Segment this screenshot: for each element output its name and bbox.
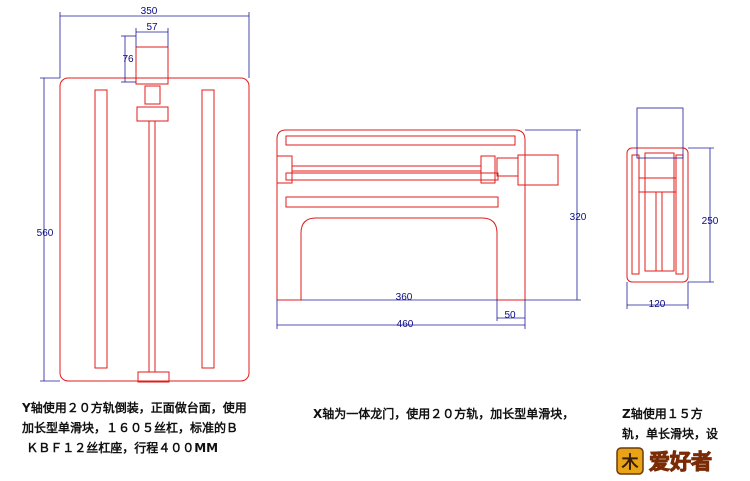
x-axis-dimensions bbox=[276, 129, 581, 329]
x-end-block-right bbox=[480, 155, 496, 184]
x-rail-top bbox=[285, 135, 516, 146]
y-motor bbox=[135, 46, 169, 85]
y-motor-coupler bbox=[144, 85, 161, 105]
z-axis-caption: Z轴使用１５方 轨，单长滑块，设 bbox=[622, 407, 719, 441]
dim-y-width: 350 bbox=[141, 6, 158, 17]
dim-x-leg: 50 bbox=[504, 310, 516, 321]
x-end-block-left bbox=[276, 155, 293, 184]
z-motor bbox=[636, 107, 684, 159]
x-motor-coupler bbox=[496, 157, 519, 177]
z-motor-outline bbox=[636, 107, 684, 159]
z-rail-left bbox=[631, 154, 640, 275]
y-base-plate bbox=[59, 77, 250, 382]
x-axis-caption: X轴为一体龙门，使用２０方轨，加长型单滑块， bbox=[313, 407, 575, 421]
dim-x-inner-width: 360 bbox=[396, 292, 413, 303]
x-axis-view bbox=[276, 129, 559, 301]
x-rail-middle bbox=[285, 172, 499, 181]
site-logo: 木 爱好者 bbox=[615, 445, 745, 477]
z-slide-carriage bbox=[638, 177, 677, 193]
y-axis-dimensions bbox=[40, 12, 250, 382]
y-rail-left bbox=[94, 89, 108, 369]
z-inner-plate bbox=[644, 152, 675, 272]
dim-x-height: 320 bbox=[570, 212, 587, 223]
y-axis-caption: Y轴使用２０方轨倒装，正面做台面，使用 加长型单滑块，１６０５丝杠，标准的Ｂ Ｋ… bbox=[22, 401, 247, 455]
x-gantry-frame bbox=[276, 129, 526, 301]
y-rail-right bbox=[201, 89, 215, 369]
y-axis-view bbox=[59, 46, 250, 383]
z-axis-dimensions bbox=[626, 147, 714, 309]
y-bearing-block-top bbox=[136, 106, 169, 122]
logo-graphic: 木 爱好者 bbox=[616, 447, 713, 475]
logo-badge: 木 bbox=[621, 452, 640, 473]
dim-x-width: 460 bbox=[397, 319, 414, 330]
z-outer-plate bbox=[626, 147, 689, 283]
x-motor bbox=[517, 154, 559, 186]
dim-y-height: 560 bbox=[37, 228, 54, 239]
dim-z-height: 250 bbox=[702, 216, 719, 227]
x-rail-lower bbox=[285, 196, 499, 208]
dim-y-motor-width: 57 bbox=[146, 22, 158, 33]
z-axis-view bbox=[626, 147, 689, 283]
z-rail-right bbox=[675, 154, 684, 275]
logo-text: 爱好者 bbox=[649, 450, 712, 474]
dim-y-motor-height: 76 bbox=[122, 54, 134, 65]
dim-z-width: 120 bbox=[649, 299, 666, 310]
y-bearing-block-bottom bbox=[137, 371, 170, 383]
